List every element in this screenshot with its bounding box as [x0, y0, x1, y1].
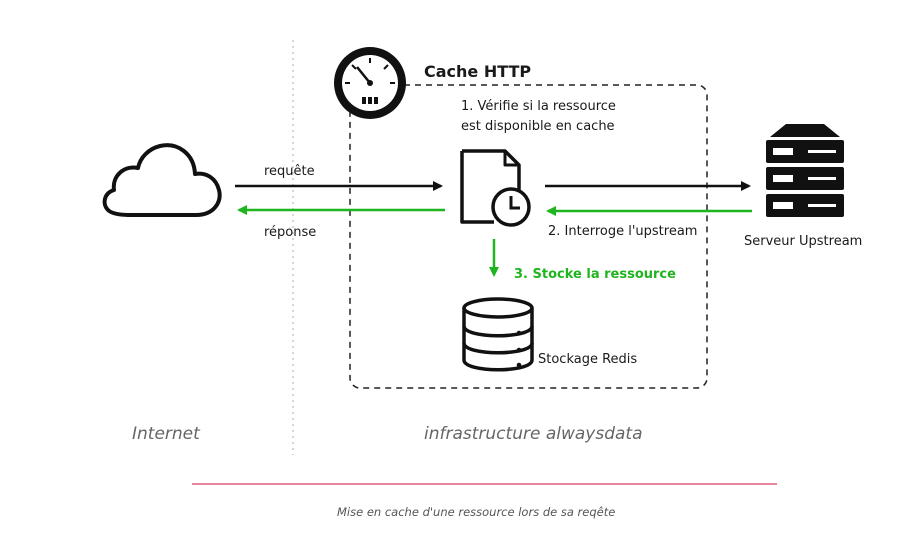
- cloud-icon: [102, 143, 222, 217]
- cache-boundary: [349, 84, 708, 389]
- server-icon: [766, 124, 844, 217]
- server-label: Serveur Upstream: [744, 234, 863, 249]
- database-icon: [462, 297, 534, 372]
- step3-label: 3. Stocke la ressource: [514, 267, 676, 282]
- stopwatch-icon: [334, 47, 406, 119]
- storage-label: Stockage Redis: [538, 352, 638, 367]
- zone-internet-label: Internet: [132, 424, 200, 444]
- step1-line1: 1. Vérifie si la ressource: [461, 99, 616, 114]
- cache-title: Cache HTTP: [424, 62, 532, 81]
- step1-line2: est disponible en cache: [461, 119, 615, 134]
- zone-infra-label: infrastructure alwaysdata: [424, 424, 643, 444]
- response-label: réponse: [264, 225, 317, 240]
- figure-caption: Mise en cache d'une ressource lors de sa…: [337, 505, 616, 519]
- request-label: requête: [264, 164, 315, 179]
- step2-label: 2. Interroge l'upstream: [548, 224, 698, 239]
- document-clock-icon: [460, 149, 531, 227]
